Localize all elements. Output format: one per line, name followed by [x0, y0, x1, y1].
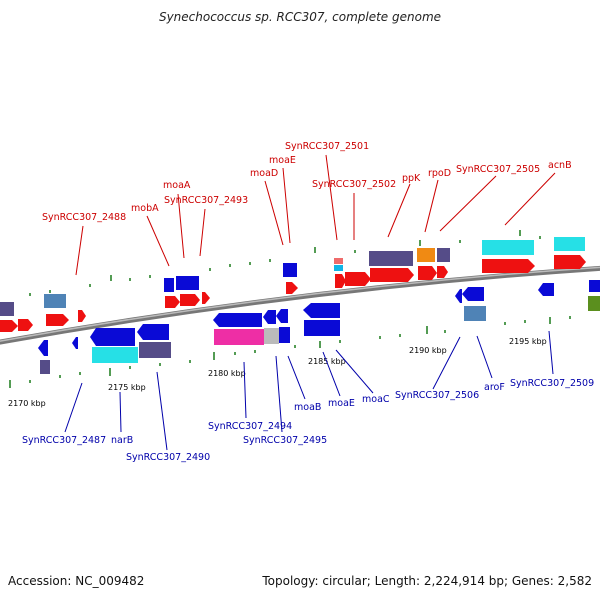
gene-feature [303, 303, 340, 318]
bottom-label-leaders [64, 330, 554, 451]
gene-feature [554, 237, 585, 251]
gene-label-acnB: acnB [548, 160, 572, 171]
gene-feature [589, 280, 600, 292]
kbp-label-2180: 2180 kbp [208, 369, 246, 378]
gene-feature [538, 283, 554, 296]
gene-label-mobA: mobA [131, 203, 159, 214]
gene-feature [279, 327, 290, 343]
gene-feature [462, 287, 484, 301]
gene-label-SynRCC307_2494: SynRCC307_2494 [208, 421, 292, 432]
gene-label-aroF: aroF [484, 382, 505, 393]
gene-label-moaE-lower: moaE [328, 398, 355, 409]
gene-feature [44, 294, 66, 308]
gene-feature [304, 320, 340, 336]
kbp-label-2195: 2195 kbp [509, 337, 547, 346]
gene-feature [437, 248, 450, 262]
gene-feature [437, 266, 448, 278]
gene-label-moaE: moaE [269, 155, 296, 166]
gene-label-SynRCC307_2505: SynRCC307_2505 [456, 164, 540, 175]
gene-feature [92, 347, 138, 363]
gene-feature [90, 328, 135, 346]
kbp-label-2190: 2190 kbp [409, 346, 447, 355]
gene-feature [72, 337, 78, 349]
gene-label-ppK: ppK [402, 173, 421, 184]
gene-feature [335, 274, 346, 288]
gene-label-narB: narB [111, 435, 133, 446]
gene-feature [164, 278, 174, 292]
gene-feature [38, 340, 48, 356]
gene-feature [46, 314, 69, 326]
gene-feature [214, 329, 264, 345]
accession-text: Accession: NC_009482 [8, 574, 145, 588]
gene-feature [417, 248, 435, 262]
gene-feature [263, 310, 276, 324]
gene-feature [482, 240, 534, 255]
gene-label-rpoD: rpoD [428, 168, 451, 179]
gene-feature [482, 259, 535, 273]
top-label-leaders [75, 154, 556, 276]
gene-feature [369, 251, 413, 266]
kbp-label-2170: 2170 kbp [8, 399, 46, 408]
gene-label-SynRCC307_2506: SynRCC307_2506 [395, 390, 479, 401]
gene-label-moaD: moaD [250, 168, 278, 179]
gene-feature [554, 255, 586, 269]
gene-feature [283, 263, 297, 277]
gene-feature [0, 302, 14, 316]
gene-feature [588, 296, 600, 311]
gene-feature [286, 282, 298, 294]
gene-label-SynRCC307_2509: SynRCC307_2509 [510, 378, 594, 389]
gene-feature [418, 266, 437, 280]
gene-feature [202, 292, 210, 304]
gene-feature [213, 313, 262, 327]
kbp-label-2175: 2175 kbp [108, 383, 146, 392]
gene-feature [40, 360, 50, 374]
gene-feature [264, 328, 279, 344]
gene-feature [137, 324, 169, 340]
gene-feature [0, 320, 18, 332]
reverse-strand-genes [38, 280, 600, 374]
gene-feature [276, 309, 288, 323]
gene-feature [18, 319, 33, 331]
gene-feature [455, 289, 462, 303]
genome-backbone [0, 265, 600, 345]
figure-title: Synechococcus sp. RCC307, complete genom… [158, 10, 442, 24]
gene-feature [464, 306, 486, 321]
gene-feature [165, 296, 180, 308]
gene-label-SynRCC307_2487: SynRCC307_2487 [22, 435, 106, 446]
gene-label-moaB: moaB [294, 402, 321, 413]
gene-feature [139, 342, 171, 358]
gene-label-SynRCC307_2495: SynRCC307_2495 [243, 435, 327, 446]
gene-feature [78, 310, 86, 322]
gene-label-moaC: moaC [362, 394, 390, 405]
gene-label-SynRCC307_2501: SynRCC307_2501 [285, 141, 369, 152]
gene-label-moaA: moaA [163, 180, 191, 191]
gene-feature [180, 294, 200, 306]
gene-label-SynRCC307_2502: SynRCC307_2502 [312, 179, 396, 190]
gene-feature [345, 272, 371, 286]
gene-label-SynRCC307_2490: SynRCC307_2490 [126, 452, 210, 463]
gene-feature [176, 276, 199, 290]
tick-marks [9, 230, 571, 388]
genome-summary-text: Topology: circular; Length: 2,224,914 bp… [262, 574, 592, 588]
gene-feature [334, 265, 343, 271]
gene-feature [334, 258, 343, 264]
gene-label-SynRCC307_2488: SynRCC307_2488 [42, 212, 126, 223]
gene-feature [370, 268, 414, 282]
gene-label-SynRCC307_2493: SynRCC307_2493 [164, 195, 248, 206]
